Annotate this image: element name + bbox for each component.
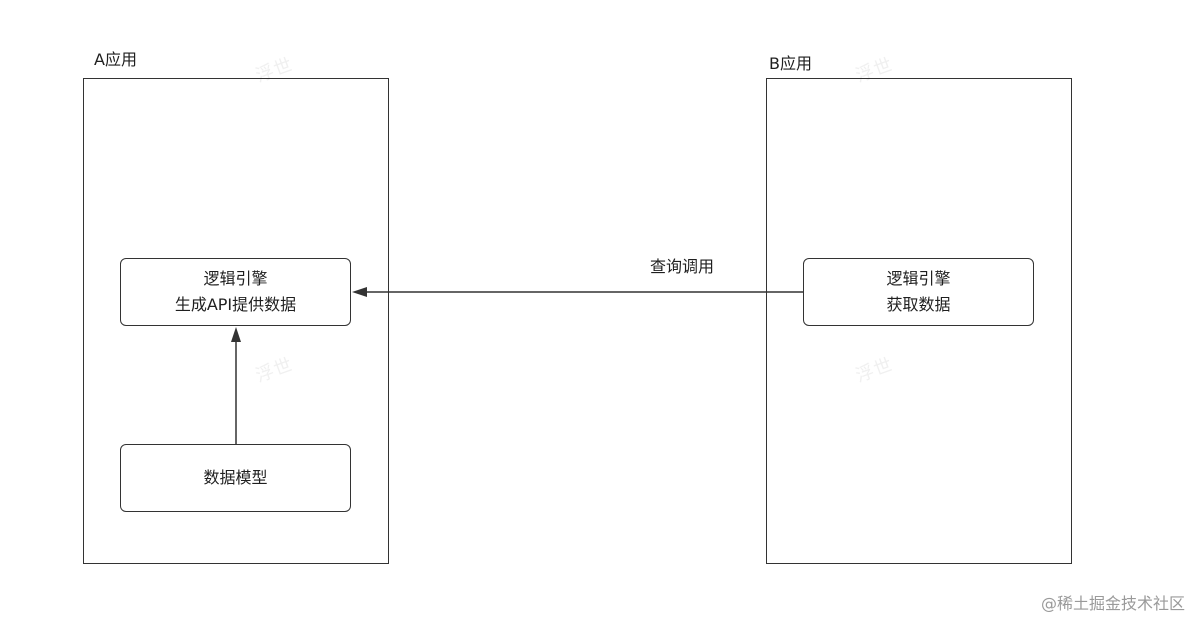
node-line: 获取数据 bbox=[886, 295, 951, 314]
app-b-label: B应用 bbox=[769, 54, 812, 73]
app-a-logic-engine-node: 逻辑引擎 生成API提供数据 bbox=[120, 258, 351, 326]
app-b-container bbox=[766, 78, 1072, 564]
node-line: 逻辑引擎 bbox=[886, 269, 951, 288]
app-a-container bbox=[83, 78, 389, 564]
credit-text: @稀土掘金技术社区 bbox=[1040, 594, 1185, 613]
arrowhead-up bbox=[231, 327, 241, 342]
arrowhead-left bbox=[352, 287, 367, 297]
app-b-logic-engine-node: 逻辑引擎 获取数据 bbox=[803, 258, 1034, 326]
node-line: 生成API提供数据 bbox=[174, 295, 297, 314]
node-line: 数据模型 bbox=[203, 468, 268, 487]
app-a-label: A应用 bbox=[94, 50, 137, 69]
edge-label-query-call: 查询调用 bbox=[650, 257, 715, 276]
app-a-data-model-node: 数据模型 bbox=[120, 444, 351, 512]
node-line: 逻辑引擎 bbox=[203, 269, 268, 288]
